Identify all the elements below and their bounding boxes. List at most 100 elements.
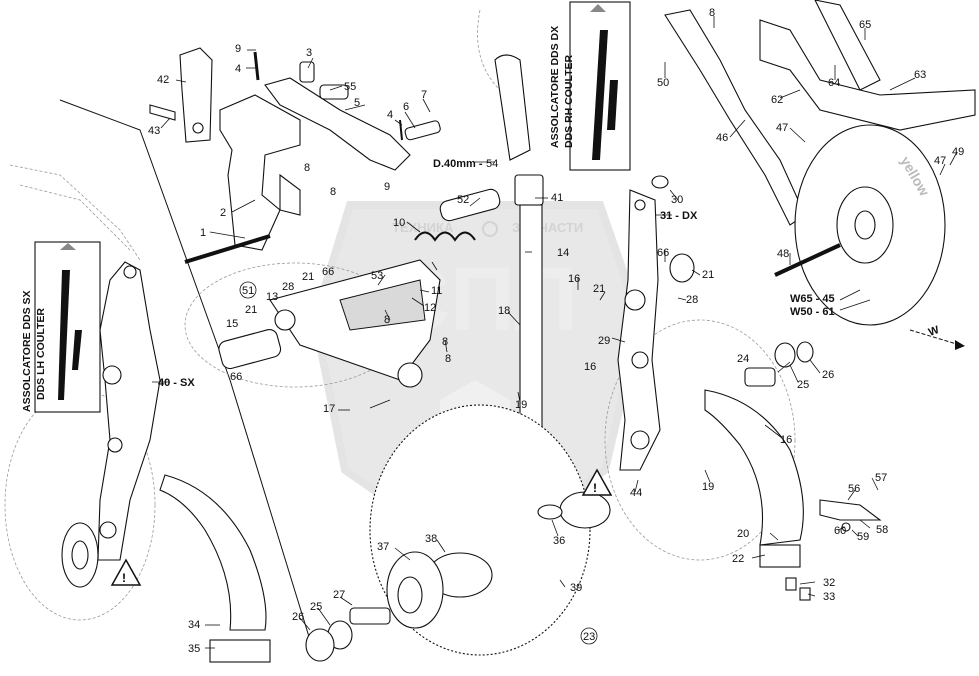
callout-9b: 9 [384, 181, 390, 193]
callout-4b: 4 [387, 109, 393, 121]
callout-60: 60 [834, 525, 846, 537]
callout-8e: 8 [709, 7, 715, 19]
callout-25a: 25 [797, 379, 809, 391]
callout-56: 56 [848, 483, 860, 495]
lh-coulter-it: ASSOLCATORE DDS SX [21, 290, 33, 412]
svg-text:!: ! [593, 481, 597, 495]
callout-22: 22 [732, 553, 744, 565]
callout-38: 38 [425, 533, 437, 545]
callout-66b: 66 [230, 371, 242, 383]
callout-5: 5 [354, 97, 360, 109]
callout-46: 46 [716, 132, 728, 144]
callout-58: 58 [876, 524, 888, 536]
rh-coulter-en: DDS RH COULTER [563, 54, 575, 148]
callout-21d: 21 [702, 269, 714, 281]
callout-66a: 66 [322, 266, 334, 278]
callout-21b: 21 [245, 304, 257, 316]
watermark-text-1: ТЕХНИКА [392, 220, 454, 235]
callout-23: 23 [583, 631, 595, 643]
callout-12: 12 [424, 302, 436, 314]
callout-63: 63 [914, 69, 926, 81]
callout-8d: 8 [442, 336, 448, 348]
callout-2: 2 [220, 207, 226, 219]
w50-label: W50 - 61 [790, 306, 835, 318]
callout-7: 7 [421, 89, 427, 101]
callout-26b: 26 [292, 611, 304, 623]
scraper-20 [704, 389, 804, 568]
callout-9a: 9 [235, 43, 241, 55]
warning-icon-left: ! [110, 558, 142, 586]
rh-coulter-tag: ASSOLCATORE DDS DX DDS RH COULTER [549, 1, 631, 171]
callout-51: 51 [242, 285, 254, 297]
tube-diameter-label: D.40mm - [433, 158, 483, 170]
callout-8c: 8 [384, 314, 390, 326]
callout-8f: 8 [445, 353, 451, 365]
lh-coulter-tag: ASSOLCATORE DDS SX DDS LH COULTER [21, 241, 101, 413]
callout-47a: 47 [776, 122, 788, 134]
direction-arrow-icon [955, 340, 965, 350]
callout-28a: 28 [282, 281, 294, 293]
tube-54 [494, 54, 544, 431]
spring-10 [414, 188, 501, 242]
rh-coulter-it: ASSOLCATORE DDS DX [549, 26, 561, 148]
lh-coulter-en: DDS LH COULTER [35, 308, 47, 400]
callout-17: 17 [323, 403, 335, 415]
bolt-assembly-24 [744, 341, 814, 387]
scraper-34 [159, 474, 271, 663]
ghost-frame-top-left [9, 164, 141, 261]
callout-14: 14 [557, 247, 569, 259]
callout-42: 42 [157, 74, 169, 86]
right-arm-label: 31 - DX [660, 210, 698, 222]
callout-11: 11 [431, 285, 442, 297]
warning-icon-right: ! [581, 468, 613, 496]
w65-label: W65 - 45 [790, 293, 835, 305]
callout-20: 20 [737, 528, 749, 540]
callout-43: 43 [148, 125, 160, 137]
callout-16b: 16 [584, 361, 596, 373]
callout-36: 36 [553, 535, 565, 547]
callout-19a: 19 [515, 399, 527, 411]
right-arm-31 [617, 175, 695, 471]
swing-arm-51 [184, 259, 441, 388]
callout-4a: 4 [235, 63, 241, 75]
callout-52: 52 [457, 194, 469, 206]
left-arm-label: 40 - SX [158, 377, 195, 389]
callout-48: 48 [777, 248, 789, 260]
callout-6: 6 [403, 101, 409, 113]
depth-wheel-assembly: yellow [664, 0, 976, 350]
callout-1: 1 [200, 227, 206, 239]
callout-26a: 26 [822, 369, 834, 381]
callout-21a: 21 [302, 271, 314, 283]
mount-plate-2 [184, 94, 301, 264]
callouts: 1 2 3 4 4 5 6 7 8 8 8 8 8 9 9 10 11 12 1… [148, 7, 964, 655]
callout-28b: 28 [686, 294, 698, 306]
callout-37: 37 [377, 541, 389, 553]
bolt-assembly-27 [305, 607, 391, 662]
callout-49: 49 [952, 146, 964, 158]
callout-32: 32 [823, 577, 835, 589]
callout-27: 27 [333, 589, 345, 601]
callout-53: 53 [371, 270, 383, 282]
callout-65: 65 [859, 19, 871, 31]
callout-64: 64 [828, 77, 840, 89]
callout-24: 24 [737, 353, 749, 365]
callout-16c: 16 [780, 434, 792, 446]
callout-25b: 25 [310, 601, 322, 613]
callout-13: 13 [266, 291, 278, 303]
callout-34: 34 [188, 619, 200, 631]
callout-3: 3 [306, 47, 312, 59]
leader-lines [152, 16, 958, 649]
callout-33: 33 [823, 591, 835, 603]
callout-54: 54 [486, 158, 498, 170]
callout-66c: 66 [657, 247, 669, 259]
callout-18: 18 [498, 305, 510, 317]
callout-59: 59 [857, 531, 869, 543]
link-5 [253, 51, 441, 171]
left-arm-40 [61, 261, 161, 588]
callout-39: 39 [570, 582, 582, 594]
callout-8b: 8 [330, 186, 336, 198]
callout-41: 41 [551, 192, 563, 204]
callout-10: 10 [393, 217, 405, 229]
w-direction-label: W [927, 324, 941, 339]
